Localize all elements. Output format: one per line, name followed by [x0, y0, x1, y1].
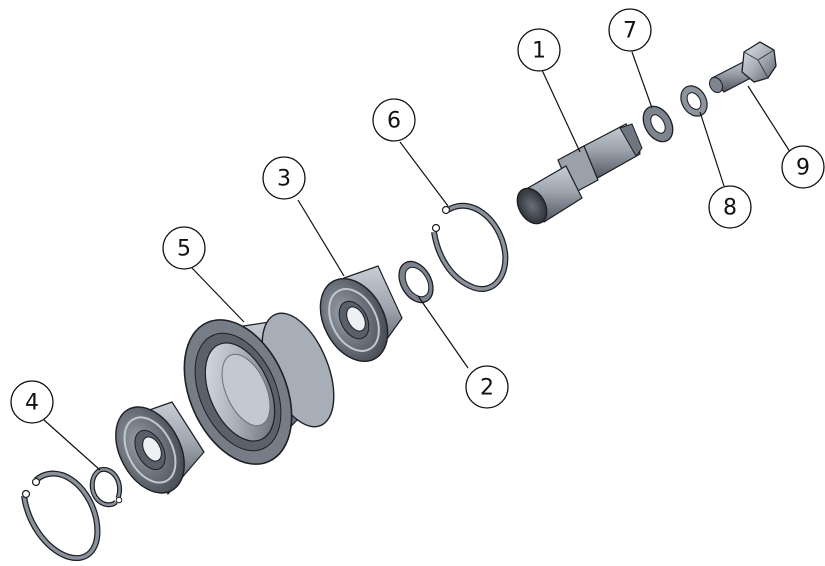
- hex-bolt: [709, 41, 777, 94]
- leader-1: [541, 69, 581, 153]
- callout-9: 9: [781, 145, 825, 189]
- leader-9: [747, 85, 793, 156]
- shaft: [516, 123, 643, 225]
- callout-7-label: 7: [623, 19, 637, 44]
- callout-7: 7: [608, 8, 652, 52]
- ball-bearing-upper: [319, 265, 403, 363]
- callout-1: 1: [517, 28, 561, 72]
- callout-3-label: 3: [277, 167, 291, 192]
- callout-3: 3: [262, 156, 306, 200]
- leader-8: [699, 111, 725, 187]
- callout-4-label: 4: [25, 391, 39, 416]
- leader-4: [43, 419, 101, 471]
- callout-5: 5: [162, 226, 206, 270]
- callout-2-label: 2: [480, 376, 494, 401]
- callout-6-label: 6: [387, 109, 401, 134]
- roller-wheel: [183, 312, 335, 465]
- internal-retaining-ring: [431, 202, 509, 292]
- callout-8-label: 8: [723, 196, 737, 221]
- callout-1-label: 1: [532, 39, 546, 64]
- callout-4: 4: [10, 380, 54, 424]
- leader-3: [297, 199, 345, 277]
- callout-5-label: 5: [177, 237, 191, 262]
- leader-7: [631, 51, 653, 109]
- spacer-ring: [398, 260, 434, 304]
- small-retaining-ring: [89, 466, 123, 508]
- callout-6: 6: [372, 98, 416, 142]
- ball-bearing-lower: [115, 401, 205, 496]
- leader-6: [399, 141, 449, 207]
- callout-2: 2: [465, 365, 509, 409]
- lock-washer: [680, 85, 708, 117]
- flat-washer: [642, 105, 674, 143]
- leader-5: [191, 267, 245, 323]
- callout-8: 8: [708, 185, 752, 229]
- large-retaining-ring-lower: [21, 470, 101, 561]
- leader-2: [417, 295, 469, 369]
- leader-lines: [43, 51, 793, 471]
- callout-9-label: 9: [796, 156, 810, 181]
